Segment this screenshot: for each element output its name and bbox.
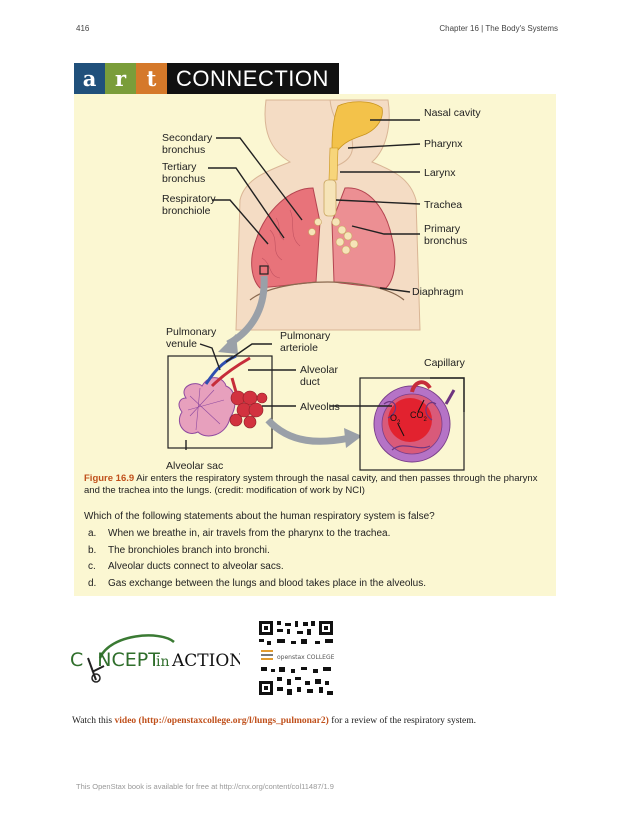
o2-label: O2 [390, 413, 401, 426]
label-capillary: Capillary [424, 357, 465, 369]
banner-tile-a: a [74, 63, 105, 94]
label-nasal-cavity: Nasal cavity [424, 107, 481, 119]
label-alveolus: Alveolus [300, 401, 340, 413]
leader-lines-detail [185, 343, 465, 450]
label-trachea: Trachea [424, 199, 463, 211]
detail-arrow-head [344, 428, 362, 448]
answer-options: a. When we breathe in, air travels from t… [84, 528, 426, 594]
video-link[interactable]: video (http://openstaxcollege.org/l/lung… [114, 716, 329, 726]
label-diaphragm: Diaphragm [412, 286, 464, 298]
banner-word: CONNECTION [167, 63, 339, 94]
option-letter: b. [88, 544, 97, 556]
pharynx-shape [328, 147, 339, 181]
option-c: c. Alveolar ducts connect to alveolar sac… [84, 561, 426, 578]
nasal-cavity-shape [331, 101, 383, 151]
watch-video-text: Watch this video (http://openstaxcollege… [72, 716, 476, 726]
chapter-title: Chapter 16 | The Body's Systems [439, 24, 558, 33]
leader-lines-left [208, 137, 303, 245]
label-primary-bronchus: Primary bronchus [424, 223, 468, 247]
label-respiratory-bronchiole: Respiratory bronchiole [162, 193, 216, 217]
figure-number: Figure 16.9 [84, 473, 135, 484]
banner-tile-r: r [105, 63, 136, 94]
openstax-stripes [261, 650, 273, 660]
qr-code[interactable]: openstax COLLEGE [257, 619, 337, 699]
svg-text:ACTION: ACTION [171, 651, 240, 671]
label-pulmonary-venule: Pulmonary venule [166, 326, 217, 350]
option-d: d. Gas exchange between the lungs and blo… [84, 578, 426, 595]
option-letter: c. [88, 561, 96, 572]
leader-lines-right [335, 119, 421, 293]
question-text: Which of the following statements about … [84, 511, 435, 522]
banner-tile-t: t [136, 63, 167, 94]
detail-arrow [265, 417, 351, 445]
footer-note: This OpenStax book is available for free… [76, 782, 334, 791]
page-number: 416 [76, 24, 90, 33]
svg-text:in: in [156, 654, 170, 670]
co2-label: CO2 [410, 410, 428, 423]
art-connection-banner: a r t CONNECTION [74, 63, 339, 94]
label-pulmonary-arteriole: Pulmonary arteriole [280, 330, 331, 354]
label-tertiary-bronchus: Tertiary bronchus [162, 161, 206, 185]
alveolus-drawing [373, 380, 456, 463]
option-b: b. The bronchioles branch into bronchi. [84, 545, 426, 562]
label-secondary-bronchus: Secondary bronchus [162, 132, 213, 156]
right-lung [331, 187, 396, 289]
caption-text: Air enters the respiratory system throug… [84, 473, 538, 496]
option-text: When we breathe in, air travels from the… [108, 528, 391, 539]
alveolar-sac-drawing [178, 354, 268, 437]
openstax-label: openstax COLLEGE [277, 654, 335, 661]
option-text: Alveolar ducts connect to alveolar sacs. [108, 561, 284, 572]
option-text: Gas exchange between the lungs and blood… [108, 577, 426, 589]
zoom-arrow-head [218, 334, 238, 354]
label-alveolar-duct: Alveolar duct [300, 364, 338, 388]
detail-marker [259, 265, 269, 275]
trachea-shape [323, 179, 337, 217]
label-pharynx: Pharynx [424, 138, 463, 150]
lung-texture [261, 209, 301, 279]
option-letter: d. [88, 577, 97, 589]
watch-suffix: for a review of the respiratory system. [331, 716, 477, 726]
option-letter: a. [88, 528, 97, 539]
label-alveolar-sac: Alveolar sac [166, 460, 224, 472]
option-a: a. When we breathe in, air travels from t… [84, 528, 426, 545]
label-larynx: Larynx [424, 167, 456, 179]
figure-caption: Figure 16.9 Air enters the respiratory s… [84, 473, 554, 497]
watch-prefix: Watch this [72, 716, 113, 726]
bronchi-shape [308, 217, 359, 255]
option-text: The bronchioles branch into bronchi. [108, 544, 270, 556]
gas-exchange-arrows [397, 399, 425, 437]
